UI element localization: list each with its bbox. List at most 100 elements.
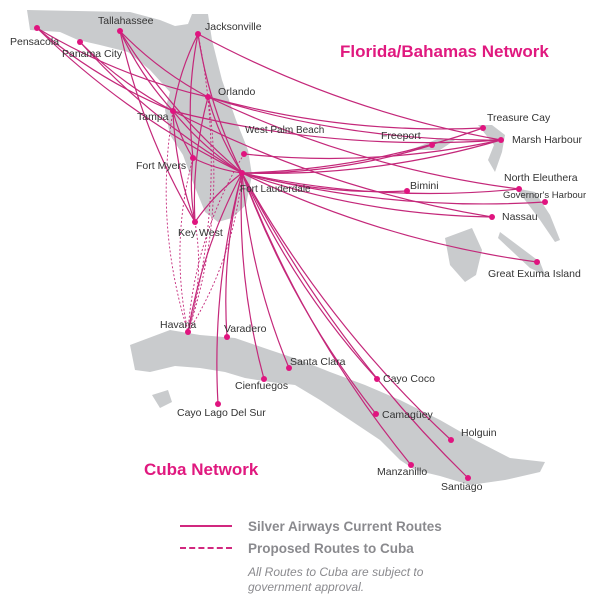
label-north-eleuthera: North Eleuthera <box>504 172 578 184</box>
label-pensacola: Pensacola <box>10 36 59 48</box>
city-dot-cayo_coco <box>374 376 380 382</box>
route-orlando-fort_lauderdale <box>207 96 243 174</box>
cuba-land <box>130 330 545 485</box>
route-fort_lauderdale-santa_clara <box>241 172 290 369</box>
city-dot-fort_lauderdale <box>239 170 245 176</box>
label-fort-lauderdale: Fort Lauderdale <box>240 184 311 195</box>
route-fort_lauderdale-marsh_harbour <box>241 139 502 175</box>
route-fort_lauderdale-santiago <box>241 172 469 479</box>
label-cayo-coco: Cayo Coco <box>383 373 435 385</box>
proposed-route-west_palm_beach-havana <box>187 153 245 333</box>
proposed-route-jacksonville-havana <box>187 33 212 333</box>
route-tampa-fort_myers <box>172 110 194 159</box>
label-havana: Havana <box>160 319 196 331</box>
city-dot-nassau <box>489 214 495 220</box>
route-fort_lauderdale-nassau <box>241 172 493 218</box>
legend-proposed-label: Proposed Routes to Cuba <box>248 540 414 556</box>
route-jacksonville-fort_lauderdale <box>197 33 243 174</box>
label-cienfuegos: Cienfuegos <box>235 380 288 392</box>
city-labels: Pensacola Panama City Tallahassee Jackso… <box>10 15 586 493</box>
label-panama-city-text: Panama City <box>62 48 123 60</box>
route-jacksonville-tampa <box>172 33 199 112</box>
legend-current-label: Silver Airways Current Routes <box>248 518 442 534</box>
label-holguin: Holguin <box>461 427 497 439</box>
label-governors-harbour: Governor's Harbour <box>503 190 586 201</box>
route-tampa-key_west <box>172 110 196 223</box>
proposed-route-fort_myers-havana <box>179 157 194 333</box>
route-fort_lauderdale-cienfuegos <box>240 172 265 380</box>
city-dot-panama_city <box>77 39 83 45</box>
route-fort_lauderdale-cayo_coco <box>241 172 378 380</box>
isle-of-youth <box>152 390 172 408</box>
route-jacksonville-fort_myers <box>189 33 199 159</box>
route-fort_lauderdale-cayo_lago <box>216 172 243 405</box>
eleuthera <box>515 188 560 242</box>
city-dot-tallahassee <box>117 28 123 34</box>
land <box>27 10 560 485</box>
legend-note: All Routes to Cuba are subject to govern… <box>248 565 424 594</box>
city-dot-west_palm_beach <box>241 151 247 157</box>
label-santa-clara: Santa Clara <box>290 356 346 368</box>
route-fort_lauderdale-great_exuma <box>241 172 538 263</box>
legend: Silver Airways Current Routes Proposed R… <box>180 515 448 595</box>
city-dot-key_west <box>192 219 198 225</box>
city-dot-bimini <box>404 188 410 194</box>
florida-bahamas-title: Florida/Bahamas Network <box>340 42 549 61</box>
legend-current: Silver Airways Current Routes <box>180 515 448 537</box>
route-panama_city-fort_lauderdale <box>79 41 243 174</box>
label-west-palm-beach: West Palm Beach <box>245 125 324 136</box>
current-routes <box>36 27 546 479</box>
city-dot-marsh_harbour <box>498 137 504 143</box>
route-tallahassee-tampa <box>119 30 174 112</box>
city-dot-holguin <box>448 437 454 443</box>
route-fort_lauderdale-freeport <box>241 144 433 174</box>
city-dot-cayo_lago <box>215 401 221 407</box>
route-fort_lauderdale-holguin <box>241 172 452 441</box>
proposed-route-tampa-havana <box>165 110 189 333</box>
abaco <box>478 125 505 172</box>
city-dot-governors_harbour <box>542 199 548 205</box>
city-dot-manzanillo <box>408 462 414 468</box>
label-cayo-lago: Cayo Lago Del Sur <box>177 407 266 419</box>
city-dot-cienfuegos <box>261 376 267 382</box>
route-pensacola-fort_lauderdale <box>36 27 243 174</box>
label-orlando: Orlando <box>218 86 256 98</box>
route-fort_lauderdale-bimini <box>241 172 408 193</box>
exuma <box>498 232 545 275</box>
route-tampa-fort_lauderdale <box>172 110 243 174</box>
city-dot-north_eleuthera <box>516 186 522 192</box>
solid-line-swatch <box>180 525 232 527</box>
city-dot-varadero <box>224 334 230 340</box>
city-dot-santiago <box>465 475 471 481</box>
label-great-exuma: Great Exuma Island <box>488 268 581 280</box>
label-key-west: Key West <box>178 227 223 239</box>
label-tallahassee: Tallahassee <box>98 15 154 27</box>
cuba-title: Cuba Network <box>144 460 259 479</box>
label-varadero: Varadero <box>224 323 267 335</box>
city-dot-fort_myers <box>190 155 196 161</box>
route-tampa-marsh_harbour <box>172 110 502 144</box>
route-west_palm_beach-marsh_harbour <box>243 139 502 160</box>
route-tallahassee-orlando <box>119 30 209 98</box>
label-fort-myers: Fort Myers <box>136 160 186 172</box>
label-marsh-harbour: Marsh Harbour <box>512 134 583 146</box>
route-tallahassee-key_west <box>119 30 196 223</box>
andros <box>445 228 482 282</box>
label-santiago: Santiago <box>441 481 483 493</box>
label-camaguey: Camagüey <box>382 409 434 421</box>
route-panama_city-tampa <box>79 41 174 112</box>
route-tallahassee-fort_lauderdale <box>119 30 243 174</box>
route-orlando-marsh_harbour <box>207 96 502 141</box>
city-dot-treasure_cay <box>480 125 486 131</box>
label-panama-city: Panama City <box>62 48 123 60</box>
label-tampa: Tampa <box>137 111 169 123</box>
city-dot-orlando <box>205 94 211 100</box>
city-dot-havana <box>185 329 191 335</box>
city-dot-santa_clara <box>286 365 292 371</box>
label-bimini: Bimini <box>410 180 439 192</box>
route-orlando-treasure_cay <box>207 96 484 130</box>
route-jacksonville-marsh_harbour <box>197 33 502 141</box>
route-fort_lauderdale-havana <box>187 172 243 333</box>
city-dots <box>34 25 548 481</box>
